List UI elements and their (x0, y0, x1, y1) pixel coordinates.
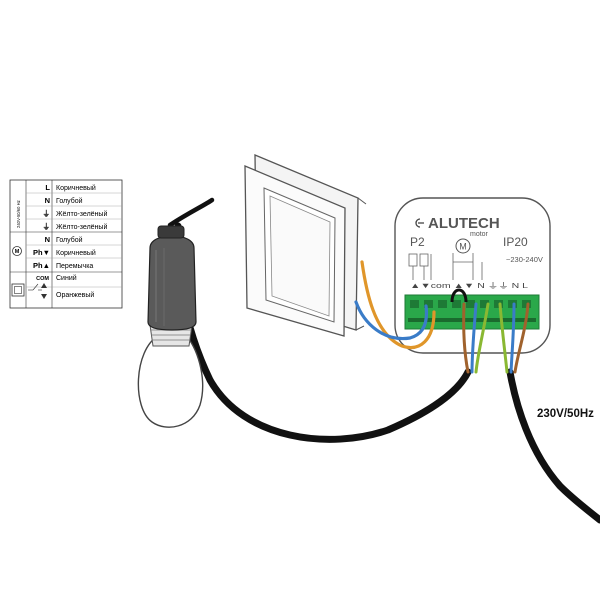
legend-text-7: Синий (56, 274, 77, 282)
legend-text-1: Голубой (56, 197, 83, 205)
lamp-bulb-icon (137, 324, 204, 428)
legend-term-4: N (45, 235, 50, 244)
contact-arrows-icon (41, 283, 47, 299)
legend-term-7: COM (36, 276, 49, 282)
motor-symbol-icon: M (12, 246, 22, 256)
legend-term-2: ⏚ (43, 209, 51, 218)
supply-wires (498, 302, 530, 374)
legend-term-3: ⏚ (43, 222, 51, 231)
module-left-code: P2 (410, 235, 425, 249)
legend-text-0: Коричневый (56, 184, 96, 192)
switch-wires (354, 260, 436, 349)
module-terminals: ▲▼com ▲▼ N ⏚⏚ N L (410, 281, 528, 290)
contact-symbol-icon (28, 283, 42, 291)
legend-term-6: Ph▲ (33, 261, 50, 270)
motor-symbol: M (459, 242, 467, 252)
lamp-socket-icon (147, 225, 197, 331)
jumper-wire (450, 288, 468, 303)
legend-term-0: L (45, 183, 50, 192)
motor-wires (462, 302, 490, 374)
legend-term-5: Ph▼ (33, 248, 50, 257)
relay-symbol-icon (408, 253, 483, 280)
supply-label: 230V/50Hz (537, 408, 594, 420)
legend-text-3: Жёлто-зелёный (56, 223, 107, 231)
legend-term-1: N (45, 196, 50, 205)
supply-cable (506, 368, 600, 524)
module-ip-rating: IP20 (503, 235, 528, 249)
module-voltage: ~230-240V (506, 255, 543, 264)
svg-text:M: M (15, 249, 20, 255)
legend-text-6: Перемычка (56, 263, 93, 270)
motor-icon: M (455, 238, 471, 254)
legend-text-8: Оранжевый (56, 291, 94, 299)
legend-text-2: Жёлто-зелёный (56, 210, 107, 218)
module-brand: ALUTECH (428, 215, 500, 232)
wall-switch-icon (244, 154, 367, 337)
lamp-hanger-cable (167, 197, 215, 228)
legend-power-label: 240V-50/60 Hz (16, 200, 21, 228)
legend-table: 240V-50/60 Hz M L N ⏚ ⏚ N Ph▼ Ph▲ COM (9, 179, 123, 309)
module-motor-label: motor (470, 231, 489, 238)
legend-text-4: Голубой (56, 236, 83, 244)
switch-symbol-icon (11, 283, 25, 297)
control-module: ALUTECH P2 IP20 motor M ~230-240V ▲▼com … (394, 197, 551, 354)
brand-logo-icon (415, 218, 424, 228)
legend-text-5: Коричневый (56, 249, 96, 257)
